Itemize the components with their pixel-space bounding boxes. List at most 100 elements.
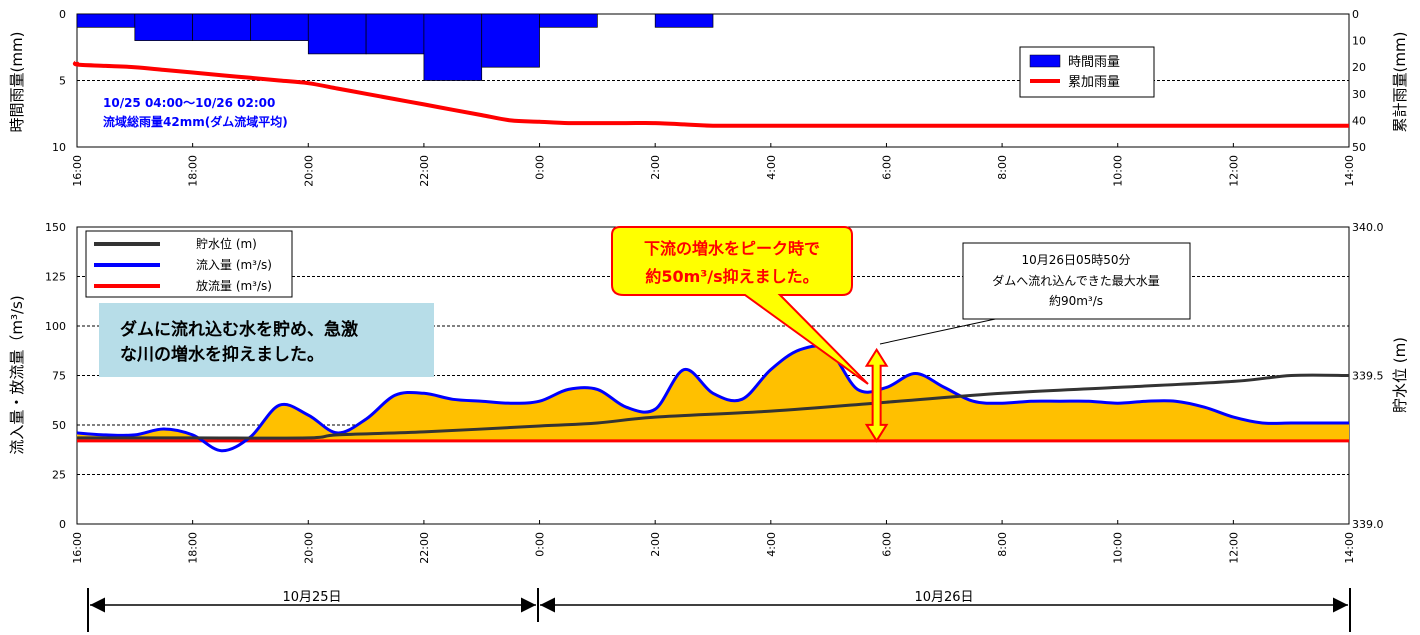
x-tick-label: 10:00 <box>1112 532 1125 564</box>
x-tick-label: 0:00 <box>534 532 547 557</box>
rain-bar <box>481 13 540 68</box>
legend-water-level-label: 貯水位 (m) <box>196 236 257 251</box>
flow-left-tick-label: 150 <box>45 221 66 234</box>
flow-left-tick-label: 0 <box>59 518 66 531</box>
rain-bar <box>539 13 598 28</box>
x-tick-label: 6:00 <box>880 155 893 180</box>
highlight-callout-shape <box>611 226 869 385</box>
x-tick-label: 14:00 <box>1343 155 1356 187</box>
dam-note-box: ダムに流れ込む水を貯め、急激 な川の増水を抑えました。 <box>99 303 434 377</box>
peak-callout-line-3: 約90m³/s <box>1049 293 1103 308</box>
rain-right-tick-label: 0 <box>1352 8 1359 21</box>
water-level-line <box>77 373 1350 440</box>
flow-right-axis-title: 貯水位 (m) <box>1391 337 1409 413</box>
peak-callout-line-1: 10月26日05時50分 <box>1021 253 1130 267</box>
dam-note-line-1: ダムに流れ込む水を貯め、急激 <box>120 319 358 340</box>
dam-note-background <box>99 303 434 377</box>
legend-inflow-label: 流入量 (m³/s) <box>196 258 272 272</box>
x-tick-label: 12:00 <box>1227 532 1240 564</box>
x-tick-label: 22:00 <box>418 532 431 564</box>
x-tick-label: 4:00 <box>765 532 778 557</box>
x-tick-label: 10:00 <box>1112 155 1125 187</box>
peak-callout-line-2: ダムへ流れ込んできた最大水量 <box>992 273 1159 288</box>
x-tick-label: 12:00 <box>1227 155 1240 187</box>
rain-left-axis-title: 時間雨量(mm) <box>8 32 26 133</box>
x-tick-label: 20:00 <box>302 155 315 187</box>
flow-left-ticks: 0 25 50 75 100 125 150 <box>45 221 66 531</box>
x-tick-label: 16:00 <box>71 155 84 187</box>
flow-left-tick-label: 25 <box>52 469 66 482</box>
x-tick-label: 8:00 <box>996 155 1009 180</box>
flow-right-ticks: 339.0 339.5 340.0 <box>1352 221 1384 531</box>
rain-right-axis-title: 累計雨量(mm) <box>1391 32 1409 133</box>
x-tick-label: 0:00 <box>534 155 547 180</box>
peak-callout-leader <box>879 317 1001 345</box>
peak-callout-box <box>962 242 1191 320</box>
flow-right-tick-label: 340.0 <box>1352 221 1384 234</box>
date-range-bar: 10月25日 10月26日 <box>87 588 1351 632</box>
flow-left-tick-label: 50 <box>52 419 66 432</box>
cumulative-rain-line <box>72 59 1349 128</box>
rain-right-tick-label: 10 <box>1352 35 1366 48</box>
inflow-line <box>76 344 1349 453</box>
rain-legend: 時間雨量 累加雨量 <box>1019 46 1155 98</box>
rain-legend-line-label: 累加雨量 <box>1068 75 1120 90</box>
rain-bar <box>423 13 483 81</box>
rain-right-tick-label: 40 <box>1352 114 1366 127</box>
x-tick-label: 2:00 <box>649 532 662 557</box>
reduction-arrow-shape <box>864 347 889 443</box>
cumulative-rain-path <box>72 59 1349 128</box>
rain-bar <box>76 13 136 28</box>
rain-bar <box>250 13 309 41</box>
x-tick-label: 14:00 <box>1343 532 1356 564</box>
rain-legend-bar-label: 時間雨量 <box>1068 55 1120 70</box>
flow-series-lines <box>76 344 1350 453</box>
highlight-callout-line-1: 下流の増水をピーク時で <box>644 239 820 258</box>
flow-left-tick-label: 75 <box>52 370 66 383</box>
x-tick-label: 8:00 <box>996 532 1009 557</box>
legend-outflow-label: 放流量 (m³/s) <box>196 278 272 293</box>
rain-right-tick-label: 30 <box>1352 88 1366 101</box>
x-tick-label: 4:00 <box>765 155 778 180</box>
x-tick-label: 18:00 <box>187 155 200 187</box>
rain-x-ticks: 16:00 18:00 20:00 22:00 0:00 2:00 4:00 6:00 8:00… <box>71 143 1356 187</box>
flow-left-axis-title: 流入量・放流量（m³/s) <box>8 295 26 454</box>
rain-bar <box>654 13 714 28</box>
rain-annotation: 10/25 04:00～10/26 02:00 流域総雨量42mm(ダム流域平均… <box>103 96 288 129</box>
rain-bar <box>307 13 367 55</box>
flow-x-ticks: 16:00 18:00 20:00 22:00 0:00 2:00 4:00 6:00 8:00… <box>71 520 1356 564</box>
flow-legend: 貯水位 (m) 流入量 (m³/s) 放流量 (m³/s) <box>85 230 293 298</box>
x-tick-label: 2:00 <box>649 155 662 180</box>
highlight-callout-line-2: 約50m³/s抑えました。 <box>645 267 818 286</box>
rain-left-ticks: 0 5 10 <box>52 8 66 154</box>
rain-bar <box>192 13 251 41</box>
flow-chart: 0 25 50 75 100 125 150 339.0 339.5 340.0 16:00 18… <box>8 221 1409 564</box>
flow-left-tick-label: 100 <box>45 320 66 333</box>
highlight-callout: 下流の増水をピーク時で 約50m³/s抑えました。 <box>611 226 869 385</box>
reduction-double-arrow <box>864 347 889 443</box>
rain-legend-bar-swatch <box>1029 54 1061 68</box>
x-tick-label: 20:00 <box>302 532 315 564</box>
date-range-oct25-label: 10月25日 <box>282 590 341 605</box>
x-tick-label: 22:00 <box>418 155 431 187</box>
x-tick-label: 6:00 <box>880 532 893 557</box>
x-tick-label: 16:00 <box>71 532 84 564</box>
rain-bar <box>365 13 425 55</box>
rain-bar <box>134 13 193 41</box>
rain-left-tick-label: 0 <box>59 8 66 21</box>
x-tick-label: 18:00 <box>187 532 200 564</box>
flow-right-tick-label: 339.0 <box>1352 518 1384 531</box>
rain-annotation-line-2: 流域総雨量42mm(ダム流域平均) <box>103 114 288 129</box>
rain-right-tick-label: 20 <box>1352 61 1366 74</box>
flow-left-tick-label: 125 <box>45 271 66 284</box>
rain-left-tick-label: 10 <box>52 141 66 154</box>
peak-callout: 10月26日05時50分 ダムへ流れ込んできた最大水量 約90m³/s <box>879 242 1191 345</box>
flow-right-tick-label: 339.5 <box>1352 370 1384 383</box>
rain-bars <box>76 13 714 81</box>
rain-annotation-line-1: 10/25 04:00～10/26 02:00 <box>103 96 275 110</box>
dam-note-line-2: な川の増水を抑えました。 <box>120 344 324 365</box>
rain-left-tick-label: 5 <box>59 75 66 88</box>
